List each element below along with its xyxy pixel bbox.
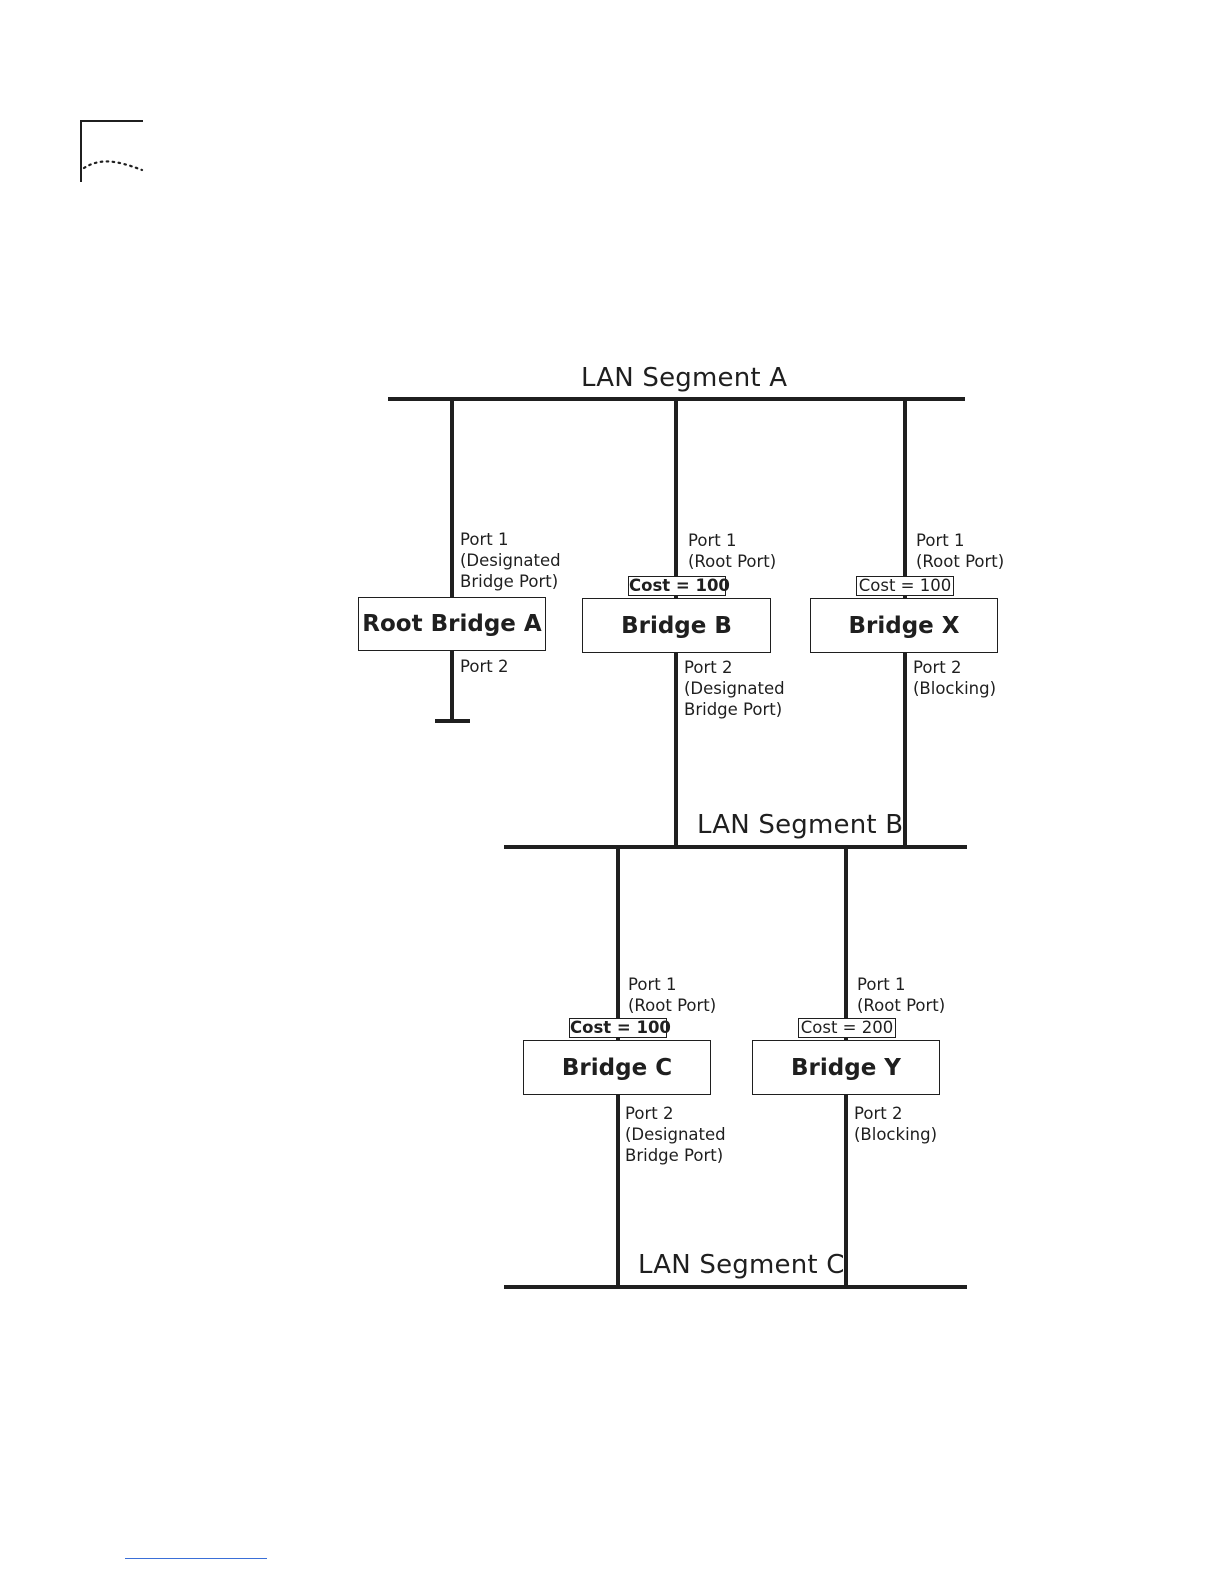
bridge-y-port1-label: Port 1 (Root Port) <box>857 975 946 1015</box>
link-b-bridge-c <box>616 847 620 1041</box>
bridge-c-cost-badge: Cost = 100 <box>569 1018 671 1038</box>
bridge-c-box: Bridge C <box>523 1040 711 1095</box>
root-bridge-a-port2-label: Port 2 <box>460 657 509 676</box>
bridge-x-port1-label: Port 1 (Root Port) <box>916 531 1005 571</box>
link-bridge-y-segment-c <box>844 1095 848 1287</box>
lan-segment-a-label: LAN Segment A <box>581 363 788 393</box>
link-a-bridge-b <box>674 399 678 599</box>
bridge-b-port1-label: Port 1 (Root Port) <box>688 531 777 571</box>
bridge-c-port2-label: Port 2 (Designated Bridge Port) <box>625 1104 726 1165</box>
link-bridge-b-segment-b <box>674 653 678 847</box>
bridge-x-cost-badge: Cost = 100 <box>856 576 954 596</box>
lan-segment-b-label: LAN Segment B <box>697 810 904 840</box>
root-bridge-a-stub-terminator <box>435 719 470 723</box>
link-a-root-bridge-a <box>450 399 454 598</box>
link-b-bridge-y <box>844 847 848 1041</box>
bridge-c-port1-label: Port 1 (Root Port) <box>628 975 717 1015</box>
bridge-y-cost-badge: Cost = 200 <box>798 1018 896 1038</box>
root-bridge-a-port1-label: Port 1 (Designated Bridge Port) <box>460 530 561 591</box>
bridge-b-port2-label: Port 2 (Designated Bridge Port) <box>684 658 785 719</box>
link-bridge-c-segment-c <box>616 1095 620 1287</box>
bridge-y-box: Bridge Y <box>752 1040 940 1095</box>
root-bridge-a-box: Root Bridge A <box>358 597 546 651</box>
root-bridge-a-port2-stub <box>450 651 454 721</box>
bridge-b-cost-badge: Cost = 100 <box>628 576 730 596</box>
lan-segment-c-label: LAN Segment C <box>638 1250 845 1280</box>
lan-segment-b-line <box>504 845 967 849</box>
footer-rule <box>125 1558 267 1559</box>
bridge-x-box: Bridge X <box>810 598 998 653</box>
bridge-x-port2-label: Port 2 (Blocking) <box>913 658 997 698</box>
page-corner-vertical <box>80 120 82 182</box>
dotted-curve-icon <box>82 156 146 176</box>
page-corner-horizontal <box>80 120 143 122</box>
lan-segment-c-line <box>504 1285 967 1289</box>
bridge-y-port2-label: Port 2 (Blocking) <box>854 1104 938 1144</box>
bridge-b-box: Bridge B <box>582 598 771 653</box>
link-bridge-x-segment-b <box>903 653 907 847</box>
link-a-bridge-x <box>903 399 907 599</box>
